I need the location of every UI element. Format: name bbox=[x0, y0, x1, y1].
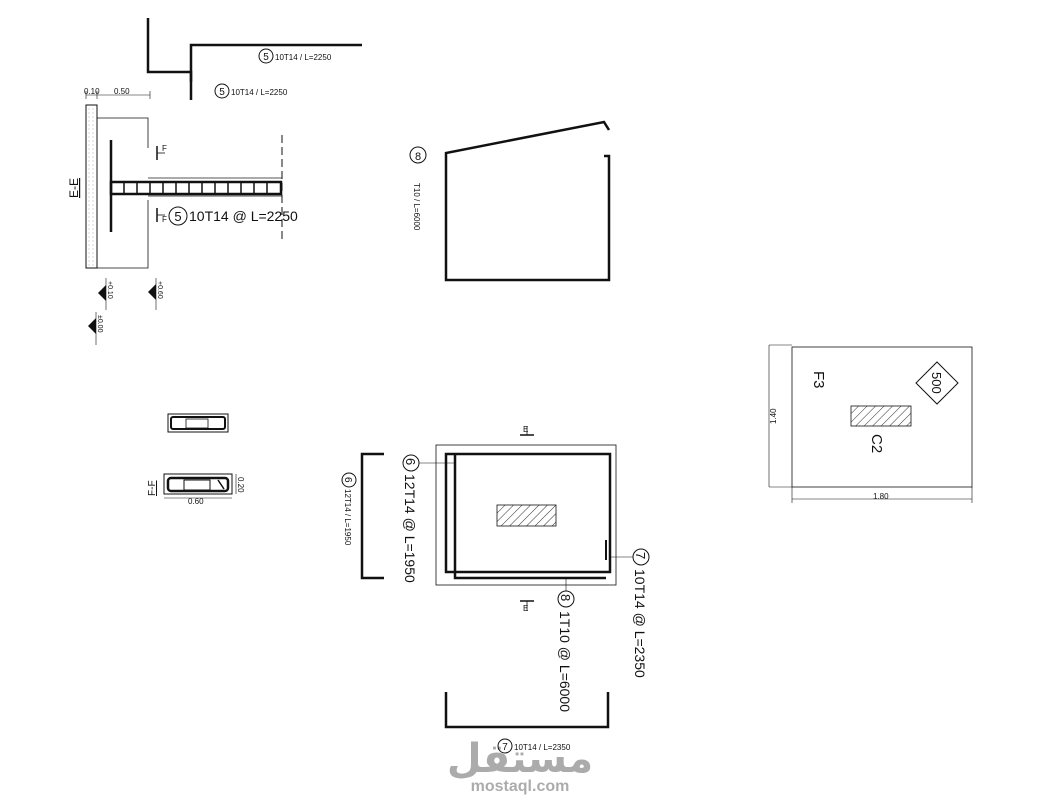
section-ee: 0.10 0.50 F F bbox=[67, 87, 298, 345]
plan-callout-7: 7 10T14 @ L=2350 bbox=[610, 548, 650, 678]
watermark-arabic: مستقل bbox=[447, 736, 593, 782]
svg-text:+0.60: +0.60 bbox=[156, 281, 163, 299]
plan-cut-mark-e-bottom: E bbox=[520, 600, 534, 613]
svg-text:±0.00: ±0.00 bbox=[96, 315, 103, 333]
bar-schedule-mark-5: 5 10T14 / L=2250 5 10T14 / L=2250 bbox=[146, 18, 362, 100]
ff-width: 0.60 bbox=[188, 497, 204, 506]
bar-schedule-mark-7: 7 10T14 / L=2350 bbox=[444, 692, 610, 754]
ee-level-marker-2: +0.60 bbox=[148, 278, 163, 310]
svg-text:500: 500 bbox=[929, 372, 944, 394]
svg-text:12T14 @ L=1950: 12T14 @ L=1950 bbox=[402, 474, 418, 583]
bar-8-number: 8 bbox=[415, 151, 421, 163]
bar-5-shape-b bbox=[189, 43, 362, 82]
ee-callout-5: 5 10T14 @ L=2250 bbox=[168, 206, 298, 226]
svg-text:1T10 @ L=6000: 1T10 @ L=6000 bbox=[557, 611, 573, 712]
section-ff-small bbox=[167, 413, 229, 433]
bar-8-text: T10 / L=6000 bbox=[412, 183, 421, 231]
ee-cut-mark-f: F F bbox=[156, 144, 167, 224]
ee-callout-number: 5 bbox=[174, 209, 181, 224]
svg-text:7: 7 bbox=[633, 552, 648, 559]
watermark-latin: mostaql.com bbox=[471, 778, 570, 795]
f3-depth-diamond: 500 bbox=[915, 361, 959, 405]
bar-7-number: 7 bbox=[502, 742, 508, 753]
section-ff: 0.60 0.20 F-F bbox=[147, 473, 245, 506]
ff-title: F-F bbox=[147, 480, 158, 496]
f3-column-label: C2 bbox=[868, 434, 885, 453]
bar-5-callout-b: 5 10T14 / L=2250 bbox=[214, 83, 288, 99]
ee-dim-right: 0.50 bbox=[114, 87, 130, 96]
f3-outline bbox=[791, 346, 973, 488]
watermark-logo: مستقل mostaql.com bbox=[447, 736, 593, 795]
ee-rebar-cage bbox=[109, 180, 283, 196]
bar-schedule-mark-8: 8 T10 / L=6000 bbox=[409, 120, 611, 282]
footing-outline bbox=[435, 444, 617, 586]
footing-plan: E E 6 12T14 @ L=1950 7 10T14 @ L=2350 8 … bbox=[402, 425, 650, 712]
f3-label: F3 bbox=[810, 371, 827, 389]
bar-5-text-a: 10T14 / L=2250 bbox=[275, 53, 332, 62]
bar-5-number-a: 5 bbox=[263, 52, 269, 63]
svg-text:E: E bbox=[523, 425, 528, 434]
bar-8-shape bbox=[444, 120, 611, 282]
bar-6-text: 12T14 / L=1950 bbox=[343, 489, 352, 546]
svg-text:10T14 @ L=2350: 10T14 @ L=2350 bbox=[632, 569, 648, 678]
bar-5-text-b: 10T14 / L=2250 bbox=[231, 88, 288, 97]
plan-cut-mark-e-top: E bbox=[520, 425, 534, 436]
svg-text:F: F bbox=[162, 215, 167, 224]
plan-callout-6: 6 12T14 @ L=1950 bbox=[402, 454, 455, 583]
svg-text:E: E bbox=[523, 604, 528, 613]
bar-5-callout-a: 5 10T14 / L=2250 bbox=[258, 48, 332, 64]
bar-6-shape bbox=[360, 452, 384, 580]
bar-5-shape-a bbox=[146, 18, 193, 100]
footing-column-hatch bbox=[496, 504, 557, 527]
bar-6-number: 6 bbox=[342, 477, 353, 483]
f3-width: 1.80 bbox=[873, 492, 889, 501]
bar-7-text: 10T14 / L=2350 bbox=[514, 743, 571, 752]
svg-text:6: 6 bbox=[403, 458, 418, 465]
svg-text:F: F bbox=[162, 144, 167, 153]
ee-level-marker-3: ±0.00 bbox=[88, 312, 103, 345]
ee-dim-left: 0.10 bbox=[84, 87, 100, 96]
f3-height: 1.40 bbox=[769, 408, 778, 424]
svg-text:8: 8 bbox=[558, 594, 573, 601]
ee-wall bbox=[85, 104, 98, 269]
ff-height: 0.20 bbox=[236, 477, 245, 493]
svg-text:+0.10: +0.10 bbox=[106, 281, 113, 299]
ee-level-marker-1: +0.10 bbox=[98, 278, 113, 310]
plan-callout-8: 8 1T10 @ L=6000 bbox=[557, 578, 575, 712]
footing-f3: F3 C2 500 1.80 1.40 bbox=[768, 344, 973, 503]
f3-column-hatch bbox=[850, 405, 912, 427]
bar-7-shape bbox=[444, 692, 610, 729]
ee-callout-text: 10T14 @ L=2250 bbox=[189, 208, 298, 224]
ee-title: E-E bbox=[67, 178, 81, 198]
bar-5-number-b: 5 bbox=[219, 87, 225, 98]
bar-schedule-mark-6: 6 12T14 / L=1950 bbox=[341, 452, 384, 580]
